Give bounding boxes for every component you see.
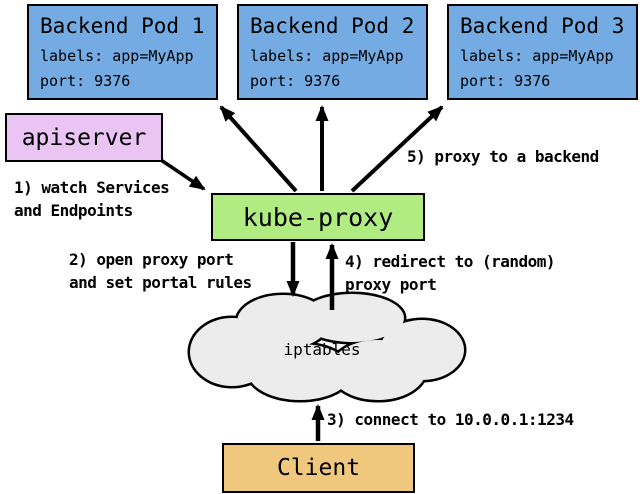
apiserver-box: apiserver xyxy=(5,113,163,162)
step-3-connect: 3) connect to 10.0.0.1:1234 xyxy=(327,408,574,431)
step-5-line-1: 5) proxy to a backend xyxy=(407,147,599,166)
pod-title: Backend Pod 3 xyxy=(460,14,625,38)
step-1-watch-services: 1) watch Services and Endpoints xyxy=(14,176,170,222)
pod-title: Backend Pod 1 xyxy=(40,14,205,38)
step-4-line-1: 4) redirect to (random) xyxy=(345,252,556,271)
step-3-line-1: 3) connect to 10.0.0.1:1234 xyxy=(327,410,574,429)
apiserver-label: apiserver xyxy=(21,124,147,151)
pod-port: port: 9376 xyxy=(250,72,341,90)
step-2-open-proxy-port: 2) open proxy port and set portal rules xyxy=(69,248,252,294)
pod-port: port: 9376 xyxy=(40,72,131,90)
step-1-line-2: and Endpoints xyxy=(14,201,133,220)
backend-pod-3-box: Backend Pod 3 labels: app=MyApp port: 93… xyxy=(447,4,638,100)
pod-port: port: 9376 xyxy=(460,72,551,90)
pod-labels: labels: app=MyApp xyxy=(460,47,614,65)
step-2-line-2: and set portal rules xyxy=(69,273,252,292)
client-box: Client xyxy=(222,443,415,493)
backend-pod-1-box: Backend Pod 1 labels: app=MyApp port: 93… xyxy=(27,4,218,100)
pod-labels: labels: app=MyApp xyxy=(250,47,404,65)
kube-proxy-box: kube-proxy xyxy=(211,193,425,241)
step-4-line-2: proxy port xyxy=(345,275,437,294)
pod-labels: labels: app=MyApp xyxy=(40,47,194,65)
pod-title: Backend Pod 2 xyxy=(250,14,415,38)
client-label: Client xyxy=(276,455,361,481)
kube-proxy-label: kube-proxy xyxy=(242,202,394,232)
backend-pod-2-box: Backend Pod 2 labels: app=MyApp port: 93… xyxy=(237,4,428,100)
step-4-redirect: 4) redirect to (random) proxy port xyxy=(345,250,556,296)
step-1-line-1: 1) watch Services xyxy=(14,178,170,197)
step-5-proxy-to-backend: 5) proxy to a backend xyxy=(407,145,599,168)
step-2-line-1: 2) open proxy port xyxy=(69,250,234,269)
iptables-label: iptables xyxy=(283,340,361,359)
arrow-kubeproxy-to-pod1 xyxy=(219,105,298,193)
